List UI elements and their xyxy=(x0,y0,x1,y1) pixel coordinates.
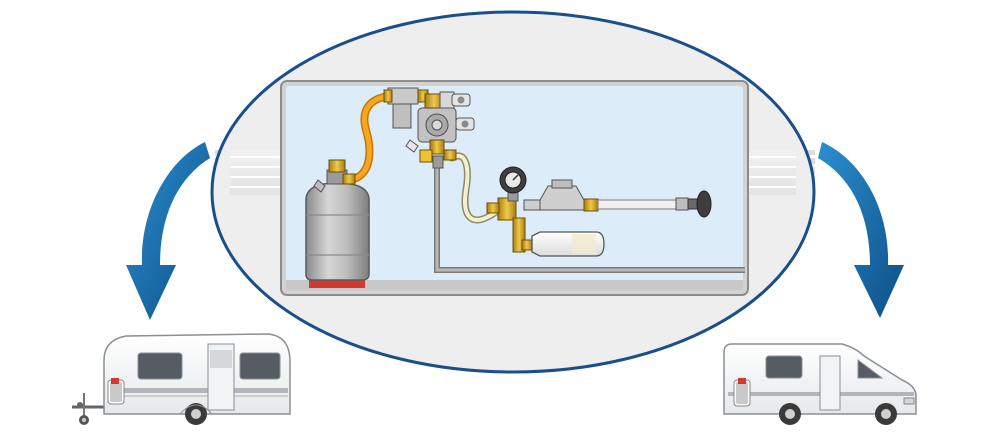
caravan-icon xyxy=(72,333,291,425)
valve-icon xyxy=(486,166,599,253)
gas-hose-icon xyxy=(346,92,396,184)
motorhome-icon xyxy=(723,343,917,425)
curved-arrow-left-icon xyxy=(126,142,210,320)
external-connection-icon xyxy=(597,190,712,218)
pressure-regulator-icon xyxy=(383,87,475,169)
gas-pipe-icon xyxy=(434,162,745,273)
secondary-hose-icon xyxy=(448,152,500,224)
external-gas-cartridge-icon xyxy=(521,231,605,257)
gas-cylinder-icon xyxy=(305,159,370,288)
curved-arrow-right-icon xyxy=(818,142,904,318)
